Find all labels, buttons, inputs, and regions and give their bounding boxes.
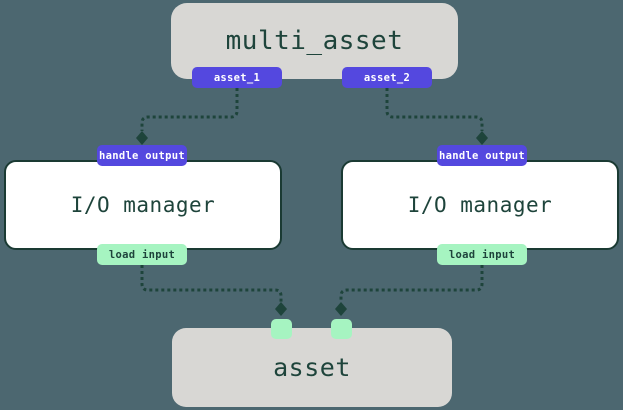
node-asset: asset [172, 328, 452, 407]
node-io-manager-right-label: I/O manager [407, 193, 553, 217]
handle-output-badge-left: handle output [97, 145, 187, 166]
arrowhead-left-asset-input [275, 302, 287, 316]
node-multi-asset-label: multi_asset [225, 26, 404, 56]
arrowhead-right-handle-output [476, 131, 488, 145]
node-io-manager-right: I/O manager [341, 160, 619, 250]
load-input-badge-right: load input [437, 244, 527, 265]
arrowhead-left-handle-output [136, 131, 148, 145]
output-badge-asset-2: asset_2 [342, 67, 432, 88]
connector-right-io-to-asset [339, 265, 484, 302]
node-asset-label: asset [273, 353, 351, 382]
arrowhead-right-asset-input [335, 302, 347, 316]
node-multi-asset: multi_asset [171, 3, 458, 79]
handle-output-badge-right: handle output [437, 145, 527, 166]
connector-asset1-to-left-io [140, 88, 239, 131]
node-io-manager-left-label: I/O manager [70, 193, 216, 217]
asset-input-port-right [331, 319, 352, 339]
connector-left-io-to-asset [140, 265, 283, 302]
asset-input-port-left [271, 319, 292, 339]
load-input-badge-left: load input [97, 244, 187, 265]
connector-asset2-to-right-io [385, 88, 484, 131]
node-io-manager-left: I/O manager [4, 160, 282, 250]
output-badge-asset-1: asset_1 [192, 67, 282, 88]
